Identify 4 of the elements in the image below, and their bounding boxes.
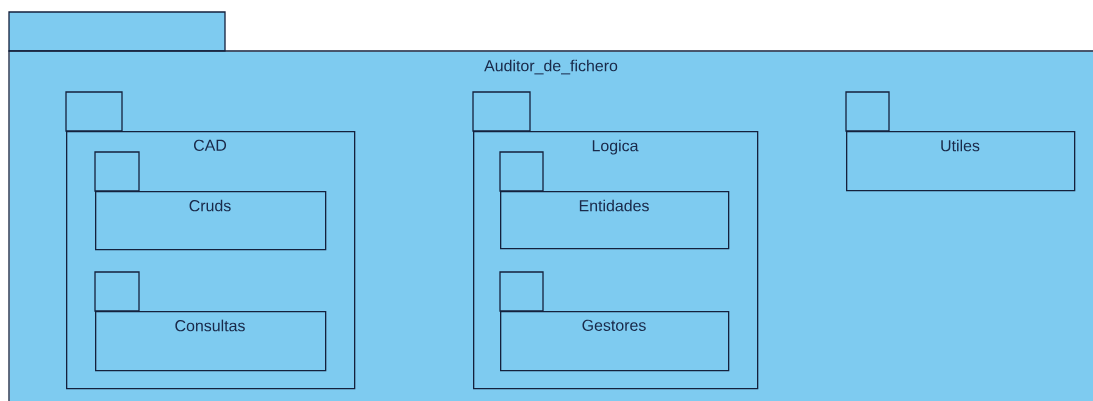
package: Consultas (94, 271, 327, 372)
package: Utiles (845, 91, 1076, 192)
package: Cruds (94, 151, 327, 251)
package: Gestores (499, 271, 730, 372)
